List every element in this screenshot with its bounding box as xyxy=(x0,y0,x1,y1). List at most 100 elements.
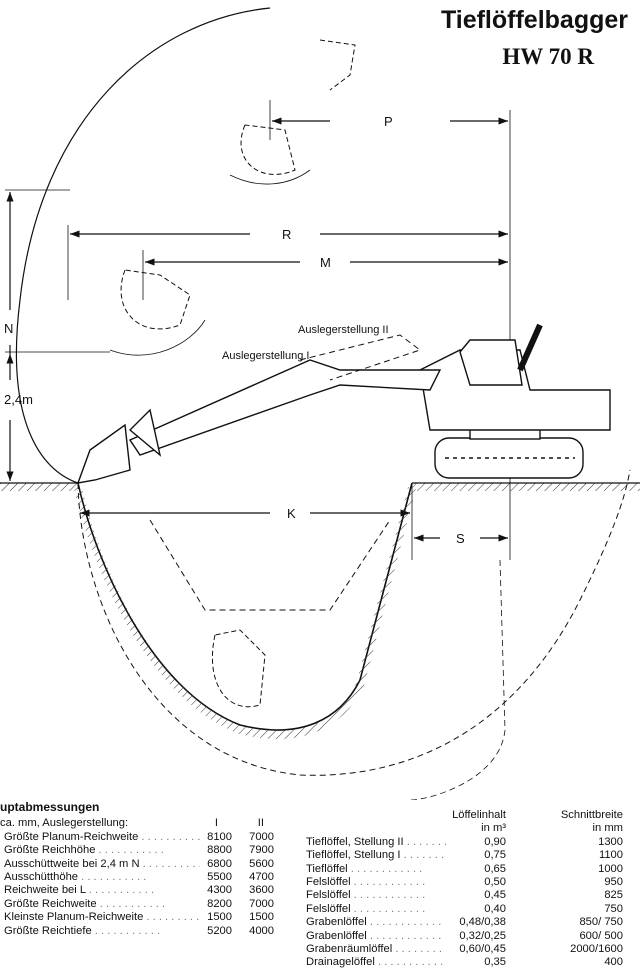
bucket-label: Grabenräumlöffel . . . . . . . . . . . . xyxy=(306,943,446,956)
outer-reach-arc xyxy=(15,7,271,484)
bucket-label: Felslöffel . . . . . . . . . . . . xyxy=(306,889,426,902)
bucket xyxy=(76,423,131,484)
bucket-width: 1000 xyxy=(598,862,623,875)
col-header-2: II xyxy=(257,817,264,830)
dimension-label: Größte Reichhöhe . . . . . . . . . . . xyxy=(4,844,164,857)
dimension-name: Ausschüttweite bei 2,4 m N xyxy=(4,857,140,870)
main-dimensions-header-row: ca. mm, Auslegerstellung: I II xyxy=(0,817,290,830)
excavator-reach-diagram: P R M N 2,4m K S Auslegerstellung II Aus… xyxy=(0,7,640,800)
bucket-label: Tieflöffel, Stellung II . . . . . . . . … xyxy=(306,835,446,848)
table-row: Tieflöffel, Stellung II . . . . . . . . … xyxy=(306,836,636,849)
bucket-name: Felslöffel xyxy=(306,889,351,902)
dimension-label: Ausschüttweite bei 2,4 m N . . . . . . .… xyxy=(4,857,200,870)
bucket-width: 600/ 500 xyxy=(579,929,623,942)
bucket-volume: 0,60/0,45 xyxy=(459,943,506,956)
bucket-label: Grabenlöffel . . . . . . . . . . . . xyxy=(306,916,442,929)
bucket-volume: 0,48/0,38 xyxy=(459,916,506,929)
bucket-name: Drainagelöffel xyxy=(306,956,375,969)
dimension-label: Kleinste Planum-Reichweite . . . . . . .… xyxy=(4,911,200,924)
table-row: Felslöffel . . . . . . . . . . . . 0,40 … xyxy=(306,903,636,916)
table-row: Ausschütthöhe . . . . . . . . . . . 5500… xyxy=(0,871,290,884)
main-dimensions-heading: uptabmessungen xyxy=(0,800,100,814)
bucket-label: Felslöffel . . . . . . . . . . . . xyxy=(306,902,426,915)
bucket-name: Felslöffel xyxy=(306,876,351,889)
table-row: Tieflöffel . . . . . . . . . . . . 0,65 … xyxy=(306,863,636,876)
table-row: Grabenlöffel . . . . . . . . . . . . 0,4… xyxy=(306,916,636,929)
excavator xyxy=(76,39,611,708)
bucket-width: 750 xyxy=(604,902,623,915)
bucket-unit-row: in m³ in mm xyxy=(306,822,636,835)
table-row: Grabenräumlöffel . . . . . . . . . . . .… xyxy=(306,943,636,956)
dim-label-p: P xyxy=(384,114,393,129)
bucket-volume: 0,65 xyxy=(484,862,506,875)
dig-depth-arc xyxy=(77,469,631,776)
bucket-volume: 0,90 xyxy=(484,835,506,848)
dimension-name: Größte Reichtiefe xyxy=(4,924,92,937)
unit-width: in mm xyxy=(592,822,623,835)
dimension-name: Kleinste Planum-Reichweite xyxy=(4,911,144,924)
boom-position-1 xyxy=(128,359,442,456)
dimension-label: Größte Reichtiefe . . . . . . . . . . . xyxy=(4,924,161,937)
bucket-volume: 0,32/0,25 xyxy=(459,929,506,942)
table-row: Felslöffel . . . . . . . . . . . . 0,50 … xyxy=(306,876,636,889)
value-position-2: 7000 xyxy=(249,897,274,910)
value-position-1: 5200 xyxy=(207,924,232,937)
dimension-name: Größte Reichhöhe xyxy=(4,844,96,857)
bucket-label: Tieflöffel, Stellung I . . . . . . . . .… xyxy=(306,849,446,862)
value-position-1: 8100 xyxy=(207,830,232,843)
col-header-1: I xyxy=(214,817,218,830)
boom-label-1: Auslegerstellung I xyxy=(222,350,309,362)
ground-hatch-left xyxy=(0,483,78,491)
value-position-2: 3600 xyxy=(249,884,274,897)
table-row: Reichweite bei L . . . . . . . . . . . 4… xyxy=(0,884,290,897)
value-position-1: 4300 xyxy=(207,884,232,897)
bucket-width: 400 xyxy=(604,956,623,969)
boom-position-2 xyxy=(299,334,422,381)
dim-label-s: S xyxy=(456,531,465,546)
units-label: ca. mm, Auslegerstellung: xyxy=(0,817,129,830)
main-dimensions-table: uptabmessungen ca. mm, Auslegerstellung:… xyxy=(0,800,290,938)
dim-label-k: K xyxy=(287,506,296,521)
bucket-header-row: Löffelinhalt Schnittbreite xyxy=(306,809,636,822)
dimension-name: Größte Reichweite xyxy=(4,897,97,910)
bucket-width: 950 xyxy=(604,876,623,889)
bucket-name: Felslöffel xyxy=(306,902,351,915)
value-position-2: 4000 xyxy=(249,924,274,937)
table-row: Ausschüttweite bei 2,4 m N . . . . . . .… xyxy=(0,858,290,871)
dimension-label: Größte Reichweite . . . . . . . . . . . xyxy=(4,897,166,910)
dim-label-r: R xyxy=(282,227,291,242)
dimension-label: Reichweite bei L . . . . . . . . . . . xyxy=(4,884,155,897)
bucket-width: 1100 xyxy=(598,849,623,862)
dimension-label: Größte Planum-Reichweite . . . . . . . .… xyxy=(4,830,200,843)
value-position-1: 8200 xyxy=(207,897,232,910)
table-row: Tieflöffel, Stellung I . . . . . . . . .… xyxy=(306,849,636,862)
value-position-2: 1500 xyxy=(249,911,274,924)
col-header-volume: Löffelinhalt xyxy=(452,809,506,821)
trench-profile xyxy=(77,482,413,731)
table-row: Größte Reichweite . . . . . . . . . . . … xyxy=(0,898,290,911)
dim-label-n: N xyxy=(4,321,13,336)
bucket-name: Grabenlöffel xyxy=(306,929,367,942)
table-row: Drainagelöffel . . . . . . . . . . . . 0… xyxy=(306,956,636,969)
value-position-1: 8800 xyxy=(207,844,232,857)
bucket-width: 1300 xyxy=(598,835,623,848)
value-position-1: 5500 xyxy=(207,871,232,884)
col-header-width: Schnittbreite xyxy=(560,809,623,821)
value-position-2: 5600 xyxy=(249,857,274,870)
dim-label-2-4m: 2,4m xyxy=(4,392,33,407)
ground-hatch-right xyxy=(412,483,640,491)
bucket-volume: 0,45 xyxy=(484,889,506,902)
dimension-name: Reichweite bei L xyxy=(4,884,86,897)
bucket-name: Grabenlöffel xyxy=(306,916,367,929)
bucket-name: Tieflöffel, Stellung II xyxy=(306,835,404,848)
value-position-2: 7000 xyxy=(249,830,274,843)
bucket-width: 850/ 750 xyxy=(579,916,623,929)
bucket-volume: 0,35 xyxy=(484,956,506,969)
bucket-table: Löffelinhalt Schnittbreite in m³ in mm T… xyxy=(306,809,636,970)
table-row: Felslöffel . . . . . . . . . . . . 0,45 … xyxy=(306,889,636,902)
bucket-label: Felslöffel . . . . . . . . . . . . xyxy=(306,876,426,889)
value-position-2: 7900 xyxy=(249,844,274,857)
document-title: Tieflöffelbagger xyxy=(440,6,628,34)
bucket-label: Drainagelöffel . . . . . . . . . . . . xyxy=(306,956,446,969)
bucket-name: Grabenräumlöffel xyxy=(306,943,393,956)
